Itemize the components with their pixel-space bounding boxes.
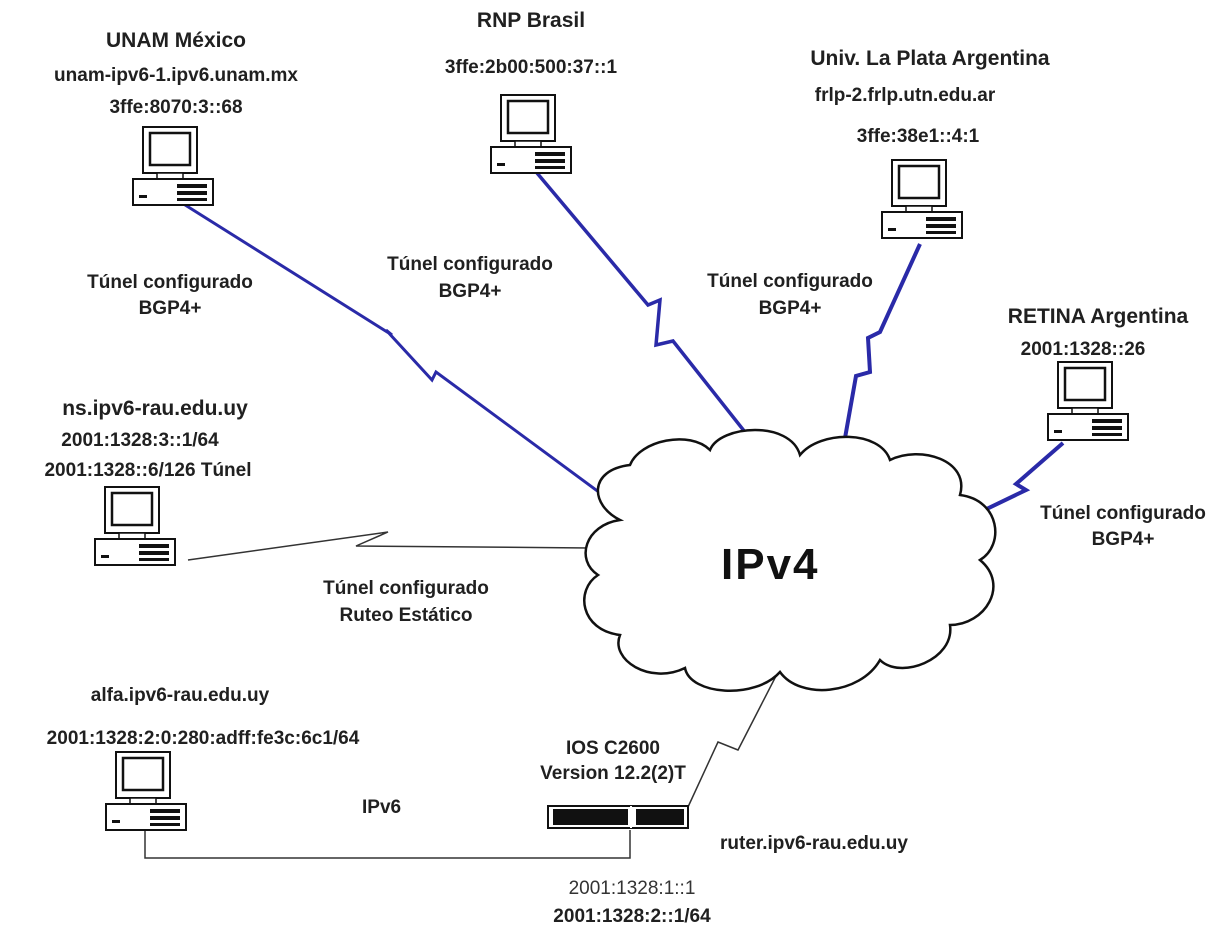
unam-address: 3ffe:8070:3::68 bbox=[109, 97, 243, 118]
laplata-computer-icon bbox=[880, 158, 964, 240]
tunnel-link-unam bbox=[181, 201, 631, 517]
router-link bbox=[687, 675, 777, 808]
tunnel-link-retina bbox=[967, 441, 1065, 520]
rnp-address: 3ffe:2b00:500:37::1 bbox=[444, 57, 618, 78]
rnp-computer-icon bbox=[489, 93, 573, 175]
unam-computer-icon bbox=[131, 125, 215, 207]
tunnel-link-ns bbox=[187, 531, 591, 561]
ns-address-2: 2001:1328::6/126 Túnel bbox=[44, 460, 252, 481]
router-address-2: 2001:1328:2::1/64 bbox=[553, 906, 711, 927]
tunnel-label-rnp-1: Túnel configurado bbox=[387, 254, 553, 275]
cloud-label: IPv4 bbox=[721, 540, 820, 589]
router-address-1: 2001:1328:1::1 bbox=[568, 878, 696, 899]
tunnel-label-unam-2: BGP4+ bbox=[138, 298, 202, 319]
tunnel-label-rnp-2: BGP4+ bbox=[438, 281, 502, 302]
lan-link bbox=[144, 830, 631, 859]
router-hostname: ruter.ipv6-rau.edu.uy bbox=[720, 833, 908, 854]
tunnel-label-laplata-2: BGP4+ bbox=[758, 298, 822, 319]
retina-name: RETINA Argentina bbox=[1007, 305, 1189, 328]
alfa-address: 2001:1328:2:0:280:adff:fe3c:6c1/64 bbox=[46, 728, 360, 749]
unam-hostname: unam-ipv6-1.ipv6.unam.mx bbox=[54, 65, 298, 86]
alfa-computer-icon bbox=[104, 750, 188, 832]
tunnel-label-unam-1: Túnel configurado bbox=[87, 272, 253, 293]
alfa-hostname: alfa.ipv6-rau.edu.uy bbox=[90, 685, 270, 706]
unam-name: UNAM México bbox=[105, 29, 247, 52]
lan-label: IPv6 bbox=[362, 797, 402, 818]
ipv4-cloud bbox=[583, 428, 997, 692]
retina-computer-icon bbox=[1046, 360, 1130, 442]
laplata-address: 3ffe:38e1::4:1 bbox=[856, 126, 980, 147]
ns-hostname: ns.ipv6-rau.edu.uy bbox=[62, 397, 248, 420]
tunnel-label-ns-1: Túnel configurado bbox=[323, 578, 489, 599]
laplata-name: Univ. La Plata Argentina bbox=[810, 47, 1050, 70]
router-icon bbox=[547, 805, 689, 829]
laplata-hostname: frlp-2.frlp.utn.edu.ar bbox=[814, 85, 996, 106]
tunnel-label-retina-2: BGP4+ bbox=[1091, 529, 1155, 550]
tunnel-label-retina-1: Túnel configurado bbox=[1040, 503, 1206, 524]
rnp-name: RNP Brasil bbox=[476, 9, 586, 32]
tunnel-link-rnp bbox=[535, 171, 777, 472]
retina-address: 2001:1328::26 bbox=[1020, 339, 1146, 360]
router-model: IOS C2600 bbox=[566, 738, 660, 759]
tunnel-link-laplata bbox=[840, 243, 922, 456]
router-version: Version 12.2(2)T bbox=[540, 763, 686, 784]
tunnel-label-ns-2: Ruteo Estático bbox=[339, 605, 473, 626]
ns-computer-icon bbox=[93, 485, 177, 567]
tunnel-label-laplata-1: Túnel configurado bbox=[707, 271, 873, 292]
ns-address-1: 2001:1328:3::1/64 bbox=[61, 430, 219, 451]
